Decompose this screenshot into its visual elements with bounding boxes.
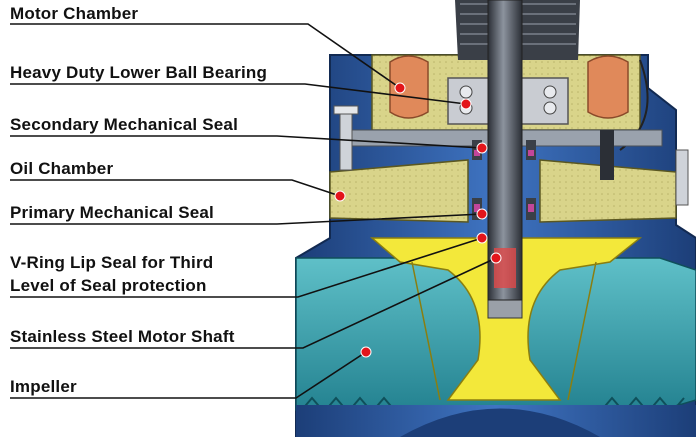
dot-ball-bearing (460, 98, 472, 110)
label-impeller: Impeller (10, 377, 77, 396)
winding-right (587, 55, 629, 119)
label-vring-seal-1: V-Ring Lip Seal for Third (10, 253, 214, 272)
dot-oil-chamber (334, 190, 346, 202)
dot-motor-shaft (490, 252, 502, 264)
leader-ball-bearing (10, 83, 467, 105)
label-secondary-seal: Secondary Mechanical Seal (10, 115, 238, 134)
leader-primary-seal (10, 213, 483, 225)
dot-vring-seal (476, 232, 488, 244)
leader-motor-shaft (10, 257, 497, 349)
label-vring-seal-2: Level of Seal protection (10, 276, 207, 295)
leader-oil-chamber (10, 179, 341, 197)
dot-motor-chamber (394, 82, 406, 94)
dot-primary-seal (476, 208, 488, 220)
leader-vring-seal (10, 237, 483, 298)
ball-bearing-left (459, 85, 473, 99)
dot-secondary-seal (476, 142, 488, 154)
leader-impeller (10, 351, 367, 399)
label-oil-chamber: Oil Chamber (10, 159, 114, 178)
bolt-right (675, 149, 689, 206)
label-primary-seal: Primary Mechanical Seal (10, 203, 214, 222)
ball-bearing-right (543, 85, 557, 99)
dot-impeller (360, 346, 372, 358)
oil-chamber (329, 159, 469, 223)
leader-motor-chamber (10, 23, 401, 89)
label-motor-shaft: Stainless Steel Motor Shaft (10, 327, 235, 346)
leader-secondary-seal (10, 135, 483, 149)
label-ball-bearing: Heavy Duty Lower Ball Bearing (10, 63, 268, 82)
label-motor-chamber: Motor Chamber (10, 4, 139, 23)
impeller (369, 237, 643, 401)
winding-left (389, 55, 429, 119)
